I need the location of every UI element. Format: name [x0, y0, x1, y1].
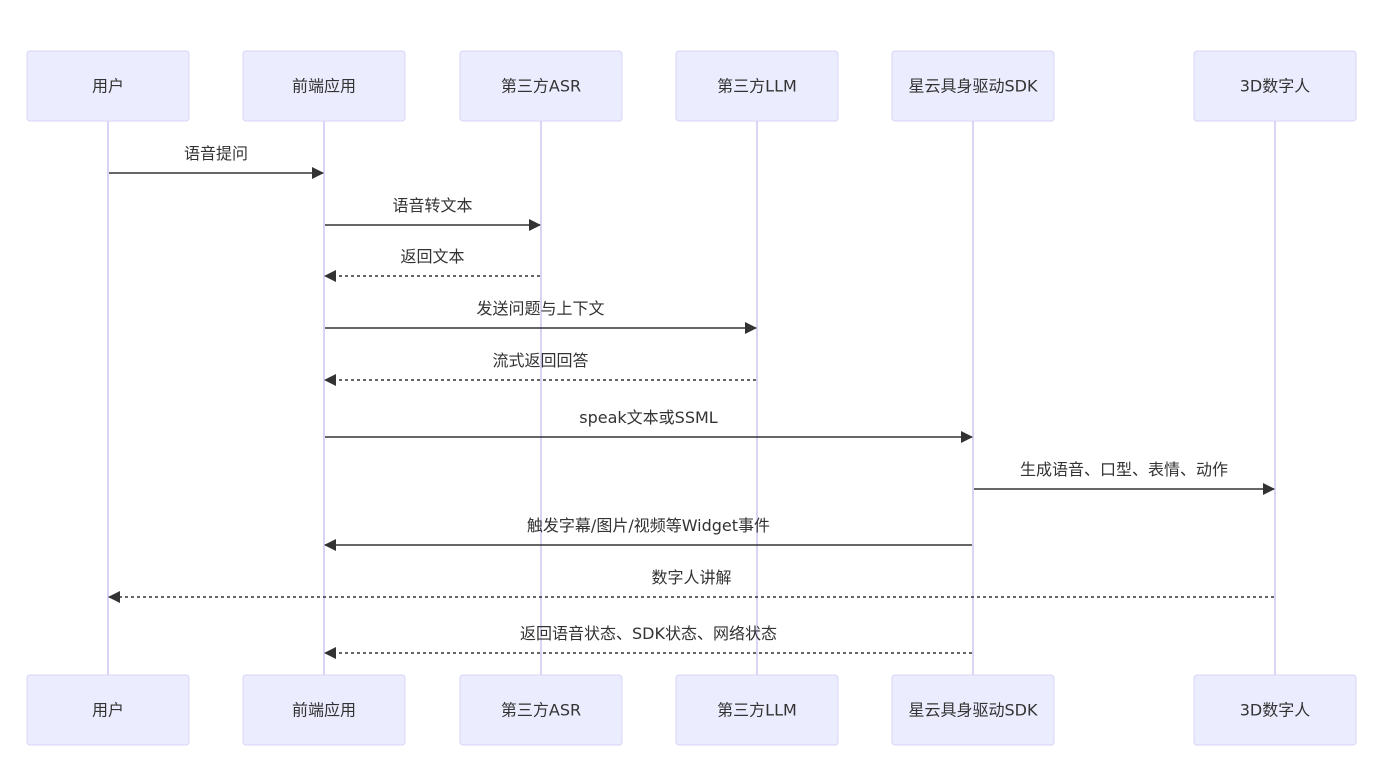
- actor-label: 星云具身驱动SDK: [909, 77, 1038, 96]
- actor-top-sdk: 星云具身驱动SDK: [891, 50, 1055, 122]
- message-label: 语音提问: [184, 144, 248, 163]
- actor-top-user: 用户: [26, 50, 190, 122]
- actor-box: [1193, 674, 1357, 746]
- actor-bottom-llm: 第三方LLM: [675, 674, 839, 746]
- actor-bottom-human3d: 3D数字人: [1193, 674, 1357, 746]
- actor-box: [459, 50, 623, 122]
- message-label: 语音转文本: [392, 196, 472, 215]
- actor-label: 星云具身驱动SDK: [909, 701, 1038, 720]
- message-8: 触发字幕/图片/视频等Widget事件: [324, 516, 972, 551]
- actor-top-frontend: 前端应用: [242, 50, 406, 122]
- actor-bottom-asr: 第三方ASR: [459, 674, 623, 746]
- actor-label: 前端应用: [292, 77, 356, 96]
- actor-box: [1193, 50, 1357, 122]
- actor-bottom-sdk: 星云具身驱动SDK: [891, 674, 1055, 746]
- message-label: 数字人讲解: [651, 568, 731, 587]
- actor-label: 第三方ASR: [501, 701, 581, 720]
- actor-bottom-frontend: 前端应用: [242, 674, 406, 746]
- actor-box: [459, 674, 623, 746]
- message-6: speak文本或SSML: [325, 408, 973, 443]
- actor-box: [242, 674, 406, 746]
- message-2: 语音转文本: [325, 196, 541, 231]
- actor-label: 第三方ASR: [501, 77, 581, 96]
- message-label: 流式返回回答: [492, 351, 588, 370]
- actor-label: 用户: [92, 701, 124, 720]
- actor-label: 3D数字人: [1240, 701, 1311, 720]
- actor-top-human3d: 3D数字人: [1193, 50, 1357, 122]
- message-label: 返回语音状态、SDK状态、网络状态: [520, 624, 777, 643]
- message-9: 数字人讲解: [108, 568, 1274, 603]
- message-10: 返回语音状态、SDK状态、网络状态: [324, 624, 972, 659]
- message-label: 触发字幕/图片/视频等Widget事件: [527, 516, 770, 535]
- message-label: 返回文本: [400, 247, 464, 266]
- actor-label: 用户: [92, 77, 124, 96]
- actor-box: [675, 674, 839, 746]
- actor-box: [891, 50, 1055, 122]
- actor-label: 3D数字人: [1240, 77, 1311, 96]
- actor-top-llm: 第三方LLM: [675, 50, 839, 122]
- actor-box: [675, 50, 839, 122]
- actor-bottom-user: 用户: [26, 674, 190, 746]
- actor-top-asr: 第三方ASR: [459, 50, 623, 122]
- actor-label: 前端应用: [292, 701, 356, 720]
- message-1: 语音提问: [109, 144, 324, 179]
- message-label: 生成语音、口型、表情、动作: [1020, 460, 1228, 479]
- message-7: 生成语音、口型、表情、动作: [974, 460, 1275, 495]
- actor-label: 第三方LLM: [717, 701, 797, 720]
- actor-box: [26, 50, 190, 122]
- message-label: speak文本或SSML: [579, 408, 718, 427]
- message-3: 返回文本: [324, 247, 540, 282]
- message-label: 发送问题与上下文: [476, 299, 604, 318]
- message-4: 发送问题与上下文: [325, 299, 757, 334]
- actor-box: [891, 674, 1055, 746]
- message-5: 流式返回回答: [324, 351, 756, 386]
- actor-label: 第三方LLM: [717, 77, 797, 96]
- actor-box: [26, 674, 190, 746]
- actor-box: [242, 50, 406, 122]
